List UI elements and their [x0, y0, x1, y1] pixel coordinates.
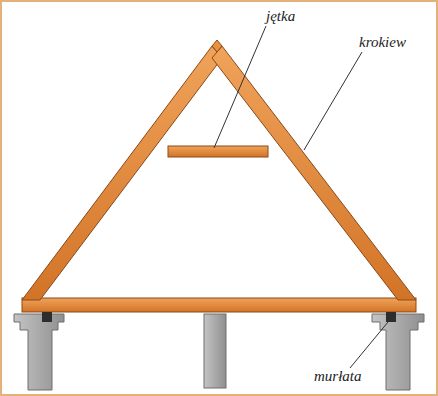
left-rafter [22, 46, 222, 300]
part-label: krokiew [357, 34, 408, 51]
right-rafter [212, 46, 416, 300]
ridge-joint [212, 40, 222, 52]
wall-plate [42, 312, 52, 322]
part-label: jętka [264, 8, 297, 25]
collar-tie [168, 146, 268, 157]
leader-lines [214, 26, 388, 368]
wall-plate [386, 312, 396, 322]
tie-beam [22, 298, 416, 312]
wall-supports [14, 314, 424, 390]
part-label: murłata [312, 368, 364, 385]
